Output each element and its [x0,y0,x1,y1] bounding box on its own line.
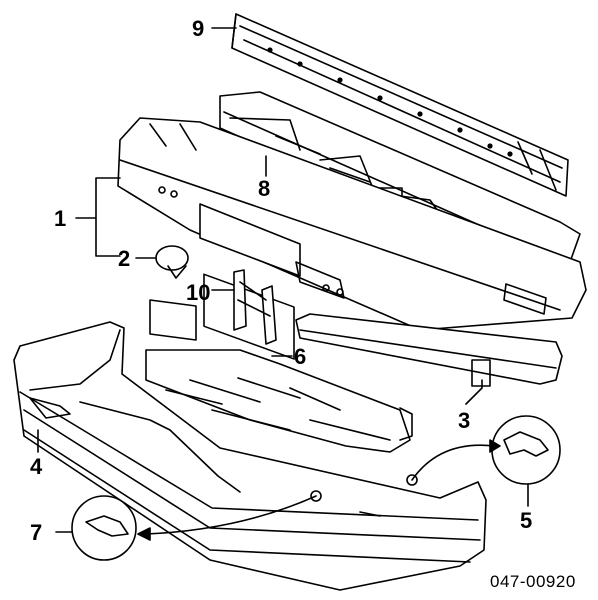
diagram-number: 047-00920 [490,572,576,591]
leader-lines [37,27,483,533]
callout-5: 5 [520,508,533,533]
callout-3: 3 [458,408,471,433]
clip-detail-part-5 [411,415,561,507]
retainer-part-2 [155,245,189,279]
support-frame-part-6 [145,299,413,453]
callout-6: 6 [294,344,307,369]
callout-8: 8 [258,176,271,201]
energy-absorber-part-8 [219,91,581,267]
callout-2: 2 [118,246,131,271]
callout-1: 1 [54,206,67,231]
front-fascia-part-4 [13,321,487,591]
clip-detail-part-7 [71,495,317,561]
callout-7: 7 [30,520,43,545]
callout-10: 10 [186,280,211,305]
brackets-part-10 [233,269,277,345]
reinforcement-bar-part-9 [231,13,569,197]
air-deflector-part-3 [295,313,563,387]
callout-9: 9 [192,16,205,41]
callout-4: 4 [30,454,43,479]
